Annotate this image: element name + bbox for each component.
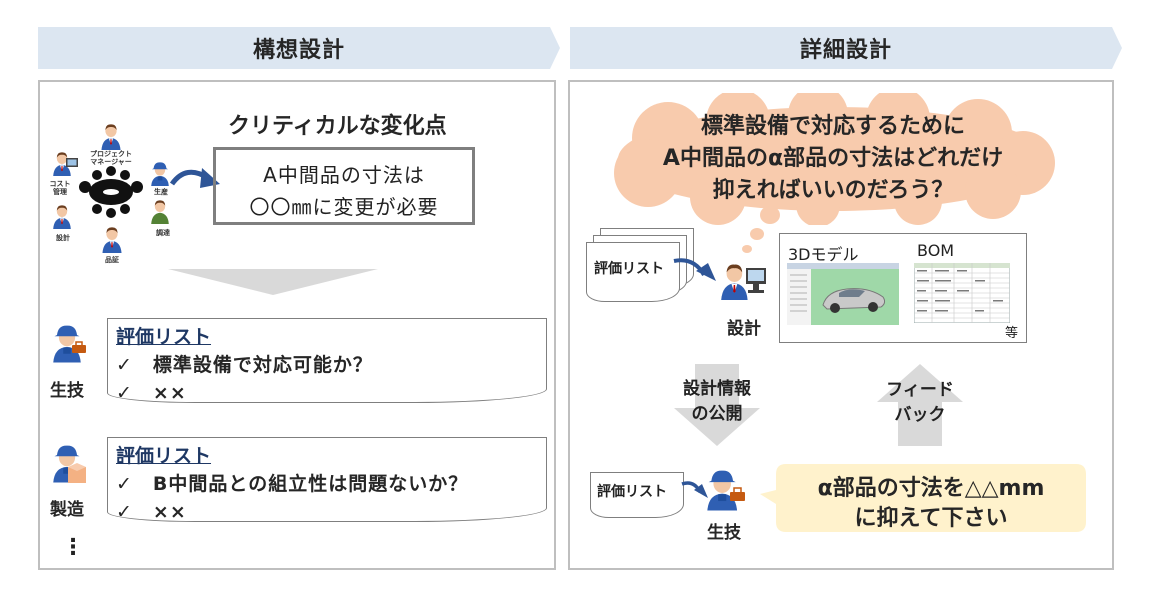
production-engineer-icon-bottom — [707, 470, 745, 511]
header-concept-design: 構想設計 — [38, 27, 560, 69]
eval-list-card-1 — [107, 318, 547, 403]
manufacturing-worker-icon — [53, 445, 86, 483]
header-concept-design-label: 構想設計 — [252, 38, 345, 63]
eval1-title: 評価リスト — [116, 326, 212, 348]
role-cost-management: コスト 管理 — [49, 180, 71, 196]
role-procurement: 調達 — [156, 229, 170, 237]
change-line-1: A中間品の寸法は — [263, 163, 425, 187]
header-detail-design: 詳細設計 — [570, 27, 1122, 69]
eval2-title: 評価リスト — [116, 445, 212, 467]
feedback-label-2: バック — [894, 405, 946, 425]
eval-list-label-bottom: 評価リスト — [597, 484, 667, 500]
cloud-line-3: 抑えればいいのだろう？ — [712, 178, 954, 203]
meeting-table-icon — [79, 166, 143, 218]
design-info-label-2: の公開 — [691, 404, 743, 424]
critical-change-title: クリティカルな変化点 — [228, 114, 447, 139]
curved-arrow-to-designer — [673, 258, 716, 281]
project-manager-icon — [101, 124, 121, 150]
tech-label: 生技 — [707, 523, 741, 543]
design-info-label-1: 設計情報 — [683, 379, 751, 399]
feedback-line-2: に抑えて下さい — [854, 506, 1008, 531]
cad-model-screenshot — [787, 263, 899, 325]
tool-bom-label: BOM — [917, 241, 955, 260]
more-items-ellipsis: ⋮ — [62, 535, 84, 560]
eval-list-doc-top — [586, 242, 680, 302]
eval1-item-2: ✓ ×× — [116, 382, 187, 404]
role-production: 生産 — [154, 188, 168, 196]
cloud-line-2: A中間品のα部品の寸法はどれだけ — [662, 146, 1004, 171]
designer-small-icon — [53, 205, 71, 229]
change-requirement-box: A中間品の寸法は 〇〇㎜に変更が必要 — [213, 147, 475, 225]
cloud-line-1: 標準設備で対応するために — [700, 114, 965, 139]
role-project-manager: プロジェクト マネージャー — [90, 150, 132, 166]
eval-list-card-2 — [107, 437, 547, 522]
feedback-up-arrow — [877, 364, 963, 446]
role-design: 設計 — [56, 234, 70, 242]
designer-at-computer-icon — [721, 264, 766, 300]
eval2-item-1: ✓ B中間品との組立性は問題ないか？ — [116, 473, 469, 495]
header-detail-design-label: 詳細設計 — [799, 38, 892, 63]
eval2-item-2: ✓ ×× — [116, 501, 187, 523]
eval-list-doc-bottom — [590, 472, 684, 518]
production-engineer-icon — [53, 325, 86, 363]
change-line-2: 〇〇㎜に変更が必要 — [249, 195, 439, 219]
gray-down-arrow — [168, 269, 378, 295]
eval-list-label-top: 評価リスト — [594, 261, 664, 277]
designer-label: 設計 — [727, 319, 761, 339]
eval2-person-label: 製造 — [50, 500, 84, 520]
design-info-down-arrow — [674, 364, 760, 446]
feedback-label-1: フィード — [886, 380, 954, 400]
bom-spreadsheet-screenshot — [914, 263, 1010, 323]
eval1-item-1: ✓ 標準設備で対応可能か？ — [116, 354, 373, 376]
feedback-line-1: α部品の寸法を△△mm — [817, 476, 1045, 501]
tool-3d-model-label: 3Dモデル — [788, 245, 859, 264]
thought-bubbles — [742, 206, 780, 253]
curved-arrow-to-tech — [681, 481, 708, 498]
tool-etc-label: 等 — [1005, 326, 1019, 341]
feedback-speech-bubble — [760, 464, 1086, 532]
production-person-icon — [151, 162, 169, 186]
role-quality-assurance: 品証 — [105, 256, 119, 264]
procurement-person-icon — [151, 200, 169, 224]
eval1-person-label: 生技 — [50, 381, 84, 401]
qa-person-icon — [102, 227, 122, 253]
thought-cloud — [614, 93, 1055, 225]
cost-monitor-icon — [66, 158, 78, 167]
